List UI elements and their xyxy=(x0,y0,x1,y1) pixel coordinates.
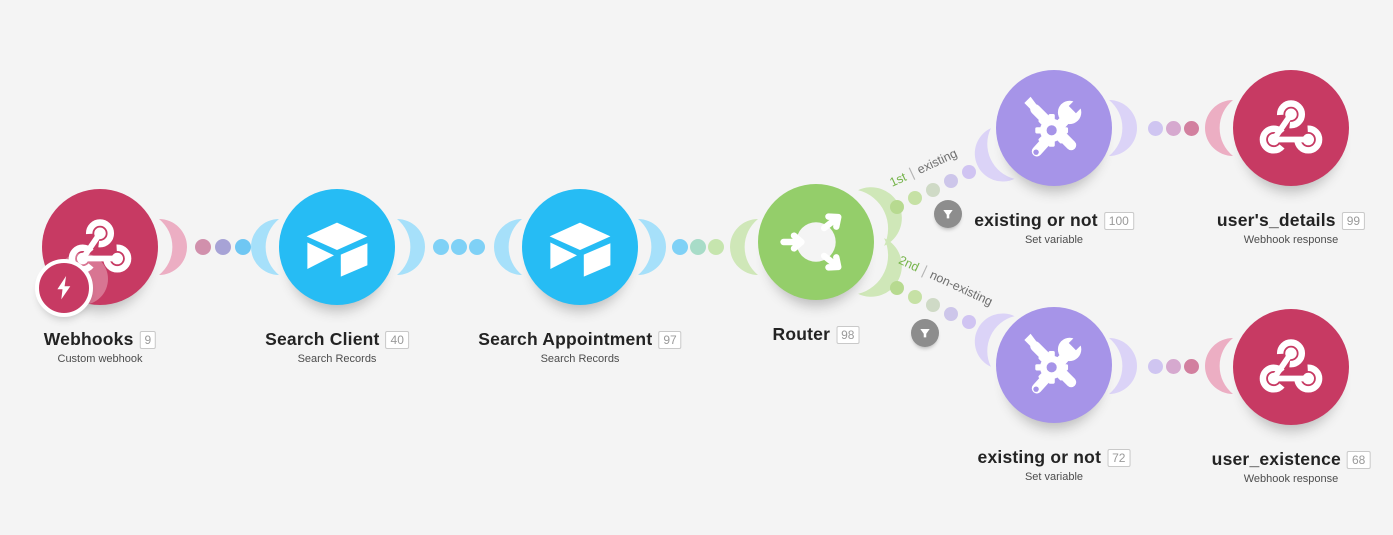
module-title: Webhooks 9 xyxy=(43,329,157,350)
set-variable-node[interactable] xyxy=(996,70,1112,186)
connector-end xyxy=(974,313,1015,367)
module-id-badge: 68 xyxy=(1346,450,1371,469)
webhook-response-node[interactable] xyxy=(1233,70,1349,186)
module-id-badge: 40 xyxy=(385,330,409,349)
connection-dot xyxy=(944,174,958,188)
module-id-badge: 9 xyxy=(139,330,157,349)
module-subtitle: Set variable xyxy=(1024,471,1084,483)
route-order: 1st xyxy=(887,169,909,190)
webhook-icon xyxy=(64,211,136,283)
search-appointment-node[interactable] xyxy=(522,189,638,305)
connector-end xyxy=(1109,100,1137,156)
connection-dot xyxy=(1184,121,1199,136)
module-id-badge: 72 xyxy=(1107,448,1131,467)
module-name: existing or not xyxy=(977,447,1102,467)
connection-dot xyxy=(1166,359,1181,374)
instant-trigger-badge xyxy=(35,259,93,317)
module-name: Search Client xyxy=(265,329,380,349)
connector-end xyxy=(159,219,187,275)
connector-end xyxy=(494,219,522,275)
module-id-badge: 99 xyxy=(1341,211,1366,230)
module-name: Webhooks xyxy=(43,329,134,349)
module-title: user_existence 68 xyxy=(1212,449,1371,470)
connector-end xyxy=(1205,100,1233,156)
connection-dot xyxy=(1148,359,1163,374)
module-subtitle: Set variable xyxy=(1024,234,1084,246)
module-title: existing or not 72 xyxy=(978,447,1131,468)
connector-end xyxy=(858,238,902,297)
module-name: existing or not xyxy=(974,210,1098,230)
tools-icon xyxy=(1015,326,1093,404)
lightning-icon xyxy=(49,273,79,303)
router-node[interactable] xyxy=(758,184,874,300)
module-subtitle: Webhook response xyxy=(1243,234,1339,246)
connector-end xyxy=(974,128,1015,182)
connector-end xyxy=(251,219,279,275)
connection-dot xyxy=(690,239,706,255)
connection-dot xyxy=(433,239,449,255)
connection-dot xyxy=(469,239,485,255)
module-subtitle: Search Records xyxy=(297,353,377,365)
connection-dot xyxy=(908,191,922,205)
set-variable-node[interactable] xyxy=(996,307,1112,423)
connection-dot xyxy=(926,183,940,197)
route-label-2: 2nd|non-existing xyxy=(879,243,1013,317)
module-subtitle: Custom webhook xyxy=(57,353,143,365)
connection-dot xyxy=(1184,359,1199,374)
connection-dot xyxy=(962,315,976,329)
module-id-badge: 97 xyxy=(658,330,682,349)
module-title: user's_details 99 xyxy=(1216,210,1366,231)
router-icon xyxy=(758,184,874,300)
connection-dot xyxy=(890,200,904,214)
connection-dot xyxy=(926,298,940,312)
filter-funnel-icon xyxy=(939,205,957,223)
connection-dot xyxy=(962,165,976,179)
webhook-icon xyxy=(1255,331,1327,403)
route-name: existing xyxy=(914,146,960,177)
connection-dot xyxy=(944,307,958,321)
connection-dot xyxy=(195,239,211,255)
module-name: Router xyxy=(772,324,831,344)
connection-dot xyxy=(890,281,904,295)
filter-funnel-icon xyxy=(916,324,934,342)
module-id-badge: 100 xyxy=(1103,211,1134,230)
module-id-badge: 98 xyxy=(836,325,860,344)
tools-icon xyxy=(1015,89,1093,167)
module-name: user's_details xyxy=(1216,210,1336,230)
module-subtitle: Webhook response xyxy=(1243,473,1339,485)
airtable-icon xyxy=(299,209,375,285)
connector-end xyxy=(1205,338,1233,394)
airtable-icon xyxy=(542,209,618,285)
module-title: Search Client 40 xyxy=(265,329,409,350)
module-subtitle: Search Records xyxy=(540,353,620,365)
route-separator: | xyxy=(906,164,917,181)
connection-dot xyxy=(1148,121,1163,136)
filter-button[interactable] xyxy=(911,319,939,347)
filter-button[interactable] xyxy=(934,200,962,228)
module-title: existing or not 100 xyxy=(974,210,1134,231)
module-title: Search Appointment 97 xyxy=(478,329,682,350)
module-name: user_existence xyxy=(1211,449,1341,469)
connector-end xyxy=(397,219,425,275)
module-name: Search Appointment xyxy=(478,329,653,349)
connection-dot xyxy=(672,239,688,255)
connection-dot xyxy=(1166,121,1181,136)
connection-dot xyxy=(708,239,724,255)
webhook-icon xyxy=(1255,92,1327,164)
webhook-response-node[interactable] xyxy=(1233,309,1349,425)
module-title: Router 98 xyxy=(773,324,860,345)
connection-dot xyxy=(451,239,467,255)
search-client-node[interactable] xyxy=(279,189,395,305)
connector-end xyxy=(1109,338,1137,394)
connector-end xyxy=(730,219,758,275)
connection-dot xyxy=(235,239,251,255)
connector-end xyxy=(638,219,666,275)
connection-dot xyxy=(908,290,922,304)
connection-dot xyxy=(215,239,231,255)
